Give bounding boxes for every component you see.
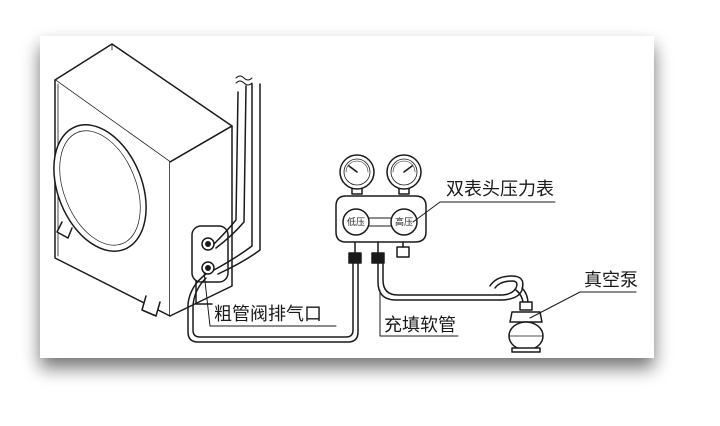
high-pressure-text: 高压 bbox=[395, 216, 413, 228]
manifold-gauge bbox=[335, 154, 427, 264]
low-pressure-knob bbox=[342, 208, 370, 236]
center-connector bbox=[371, 252, 385, 264]
fan-grille bbox=[53, 124, 147, 252]
charging-hoses bbox=[187, 262, 529, 343]
refrigerant-pipes bbox=[213, 75, 261, 275]
leader-lines bbox=[203, 201, 637, 337]
vacuum-pump-label: 真空泵 bbox=[584, 270, 638, 291]
high-pressure-knob bbox=[390, 208, 418, 236]
purge-port-label: 粗管阀排气口 bbox=[214, 304, 322, 325]
charging-hose-label: 充填软管 bbox=[384, 315, 456, 336]
vacuum-pump bbox=[508, 301, 544, 353]
low-side-connector bbox=[348, 252, 362, 264]
outdoor-unit bbox=[53, 43, 233, 317]
low-pressure-text: 低压 bbox=[347, 216, 365, 228]
manifold-gauge-label: 双表头压力表 bbox=[446, 179, 554, 200]
